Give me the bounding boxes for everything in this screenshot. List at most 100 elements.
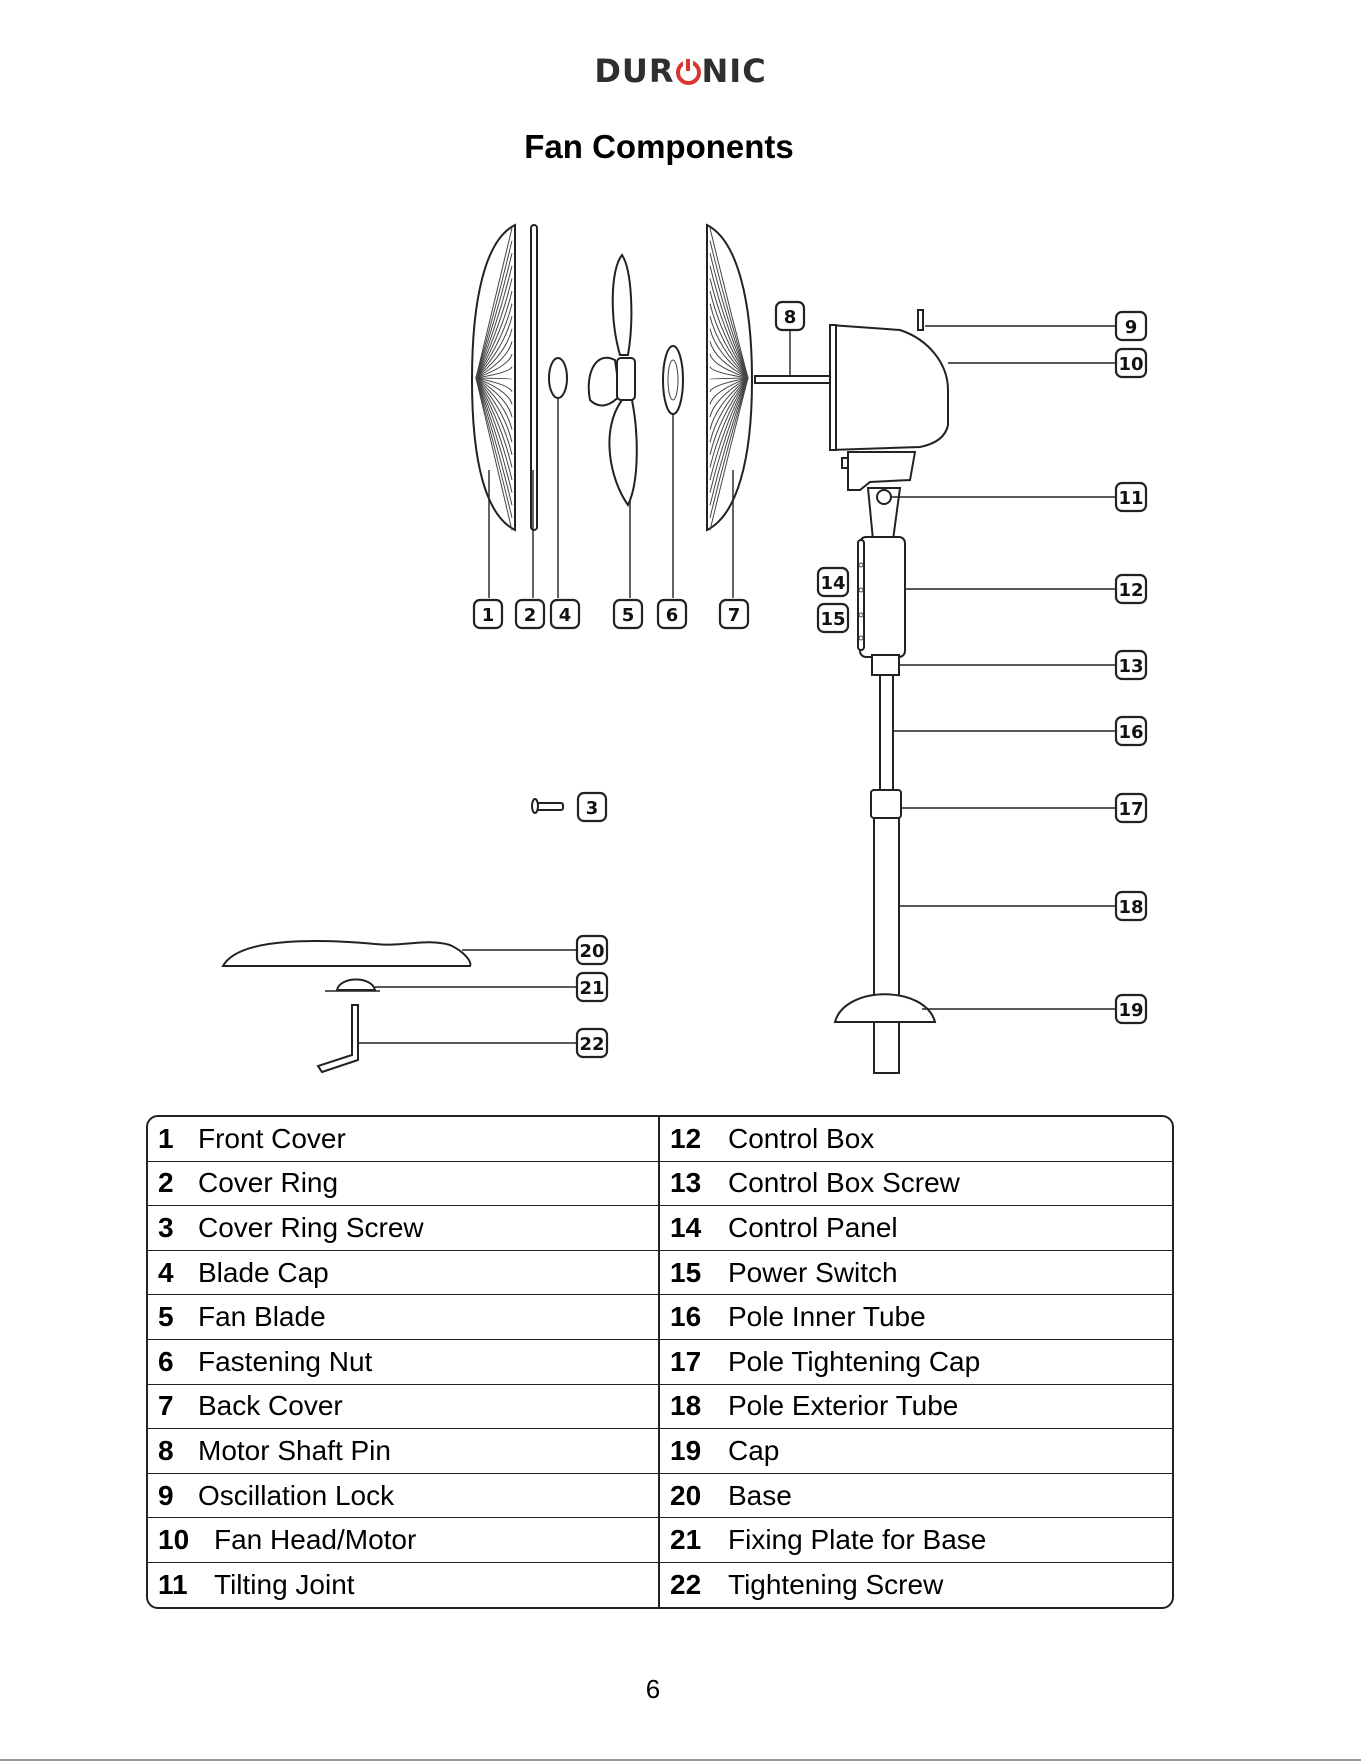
part-cell: 4 Blade Cap (148, 1250, 660, 1296)
callout-17: 17 (1114, 792, 1148, 824)
part-number: 9 (158, 1479, 174, 1511)
part-name: Control Box (728, 1122, 875, 1154)
tightening-screw-drawing (316, 1004, 359, 1074)
svg-text:19: 19 (1118, 1000, 1143, 1021)
part-name: Front Cover (198, 1122, 346, 1154)
fixing-plate-drawing (325, 978, 380, 992)
fan-head-drawing (829, 309, 949, 491)
part-number: 20 (670, 1479, 702, 1511)
exploded-diagram: 1 2 4 5 6 7 8 9 10 11 12 13 14 15 16 17 … (221, 223, 1148, 1074)
svg-text:14: 14 (820, 573, 845, 594)
tilting-joint-drawing (866, 487, 902, 541)
svg-text:16: 16 (1118, 722, 1143, 743)
part-name: Pole Inner Tube (728, 1301, 926, 1333)
part-cell: 1 Front Cover (148, 1117, 660, 1162)
callout-19: 19 (1114, 993, 1148, 1025)
svg-text:5: 5 (622, 605, 635, 626)
callout-3: 3 (576, 791, 608, 823)
motor-shaft-drawing (754, 375, 831, 384)
part-number: 18 (670, 1390, 702, 1422)
part-cell: 9 Oscillation Lock (148, 1473, 660, 1519)
svg-text:11: 11 (1118, 488, 1143, 509)
callout-13: 13 (1114, 649, 1148, 681)
part-number: 3 (158, 1211, 174, 1243)
callout-7: 7 (718, 598, 750, 630)
svg-text:1: 1 (482, 605, 495, 626)
part-cell: 16 Pole Inner Tube (660, 1295, 1172, 1340)
part-name: Tightening Screw (728, 1568, 944, 1600)
part-number: 16 (670, 1301, 702, 1333)
callout-5: 5 (612, 598, 644, 630)
page-number: 6 (645, 1674, 661, 1704)
callout-4: 4 (549, 598, 581, 630)
part-number: 11 (158, 1568, 188, 1600)
cover-ring-screw-drawing (531, 798, 564, 814)
callout-15: 15 (816, 602, 850, 634)
part-number: 1 (158, 1122, 174, 1154)
part-name: Tilting Joint (214, 1568, 355, 1600)
svg-text:4: 4 (559, 605, 572, 626)
part-cell: 11 Tilting Joint (148, 1562, 660, 1607)
part-cell: 12 Control Box (660, 1117, 1172, 1162)
pole-inner-tube-drawing (879, 674, 894, 791)
part-number: 15 (670, 1256, 702, 1288)
part-number: 12 (670, 1122, 702, 1154)
leader-lines (358, 325, 1116, 1044)
part-number: 7 (158, 1390, 174, 1422)
part-name: Fastening Nut (198, 1345, 373, 1377)
callout-8: 8 (774, 300, 806, 332)
part-name: Motor Shaft Pin (198, 1434, 391, 1466)
part-name: Fan Head/Motor (214, 1524, 417, 1556)
callout-20: 20 (575, 934, 609, 966)
callout-18: 18 (1114, 890, 1148, 922)
part-name: Oscillation Lock (198, 1479, 395, 1511)
power-symbol-icon (675, 60, 701, 85)
part-number: 17 (670, 1345, 702, 1377)
pole-tightening-cap-drawing (870, 789, 902, 819)
table-row: 1 Front Cover 12 Control Box (148, 1117, 1172, 1162)
svg-text:6: 6 (666, 605, 679, 626)
part-number: 5 (158, 1301, 174, 1333)
part-name: Cap (728, 1434, 780, 1466)
logo-text-end: NIC (701, 52, 767, 90)
part-number: 2 (158, 1167, 174, 1199)
svg-text:9: 9 (1125, 317, 1138, 338)
part-cell: 15 Power Switch (660, 1251, 1172, 1296)
part-cell: 3 Cover Ring Screw (148, 1206, 660, 1251)
svg-text:20: 20 (579, 941, 604, 962)
part-number: 21 (670, 1524, 702, 1556)
control-box-drawing (857, 536, 906, 676)
svg-text:3: 3 (586, 798, 599, 819)
callout-21: 21 (575, 971, 609, 1003)
callout-22: 22 (575, 1027, 609, 1059)
pole-cap-drawing (833, 993, 937, 1023)
front-cover-drawing (470, 223, 516, 532)
part-number: 8 (158, 1434, 174, 1466)
svg-text:2: 2 (524, 605, 537, 626)
part-name: Cover Ring Screw (198, 1211, 424, 1243)
svg-text:10: 10 (1118, 354, 1143, 375)
part-name: Pole Tightening Cap (728, 1345, 981, 1377)
part-name: Blade Cap (198, 1256, 329, 1288)
fastening-nut-drawing (662, 345, 684, 415)
base-drawing (221, 940, 472, 967)
part-number: 4 (158, 1256, 174, 1288)
svg-text:8: 8 (784, 307, 797, 328)
callout-11: 11 (1114, 481, 1148, 513)
part-name: Cover Ring (198, 1167, 339, 1199)
fan-blade-drawing (587, 253, 638, 507)
part-name: Power Switch (728, 1256, 898, 1288)
part-name: Fixing Plate for Base (728, 1524, 987, 1556)
part-cell: 21 Fixing Plate for Base (660, 1518, 1172, 1563)
